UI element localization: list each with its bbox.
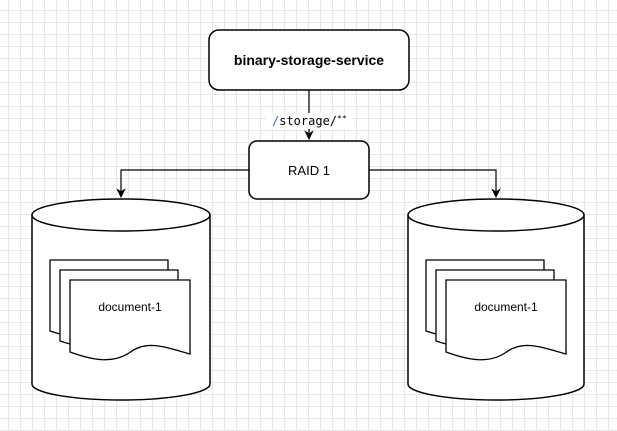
document-label-left: document-1 (98, 300, 162, 314)
raid-to-left-storage-edge (116, 169, 249, 198)
raid-node[interactable]: RAID 1 (248, 140, 370, 200)
service-label: binary-storage-service (234, 52, 384, 68)
storage-right[interactable]: document-1 (407, 198, 585, 401)
edge-label-slash: / (272, 114, 279, 128)
raid-to-right-storage-edge (369, 169, 501, 198)
edge-label-path: storage/ (279, 114, 337, 128)
svg-text:/storage/**: /storage/** (272, 114, 347, 128)
service-node[interactable]: binary-storage-service (208, 29, 410, 91)
edge-label: /storage/** (266, 113, 352, 129)
edge-label-suffix: ** (337, 114, 347, 123)
storage-left[interactable]: document-1 (31, 198, 211, 401)
document-stack-right: document-1 (425, 259, 567, 361)
document-stack-left: document-1 (49, 259, 191, 361)
document-label-right: document-1 (474, 300, 538, 314)
raid-label: RAID 1 (288, 163, 330, 178)
